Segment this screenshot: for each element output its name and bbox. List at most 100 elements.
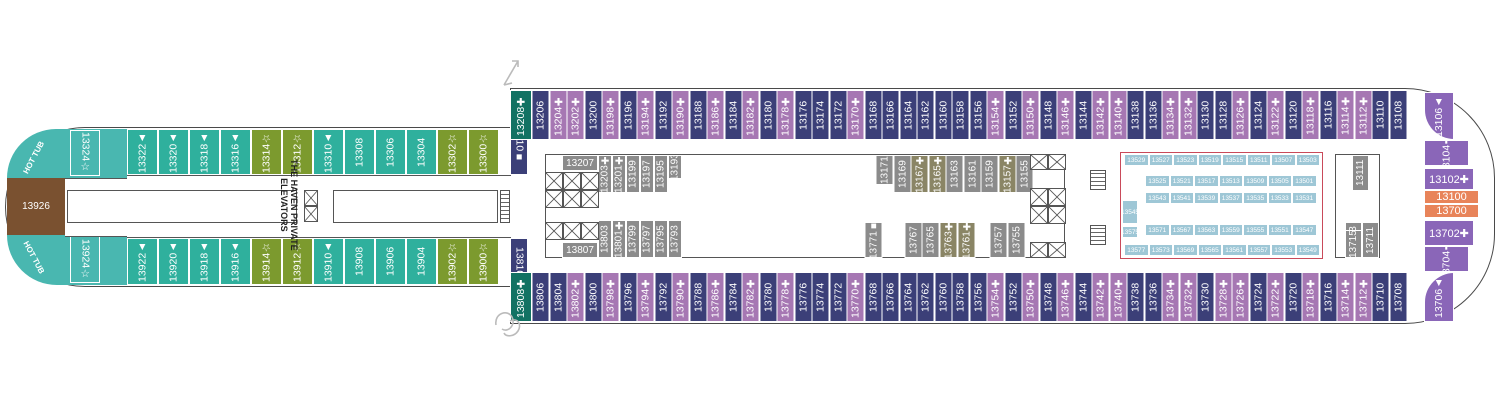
cabin-13178[interactable]: 13178✚ — [777, 90, 795, 140]
cabin-13172[interactable]: 13172 — [829, 90, 847, 140]
cabin-13110[interactable]: 13110 — [1372, 90, 1390, 140]
cabin-13784[interactable]: 13784 — [724, 272, 742, 322]
cabin-13730[interactable]: 13730 — [1197, 272, 1215, 322]
cabin-13728[interactable]: 13728✚ — [1214, 272, 1232, 322]
cabin-13778[interactable]: 13778✚ — [777, 272, 795, 322]
haven-cabin-13322[interactable]: 13322▲ — [127, 129, 158, 175]
cabin-13760[interactable]: 13760 — [934, 272, 952, 322]
cabin-13206[interactable]: 13206 — [532, 90, 550, 140]
studio-13529[interactable]: 13529 — [1124, 154, 1149, 166]
haven-cabin-13920[interactable]: 13920▲ — [158, 238, 189, 285]
studio-13515[interactable]: 13515 — [1222, 154, 1247, 166]
cabin-13148[interactable]: 13148 — [1039, 90, 1057, 140]
aft-cabin-13704[interactable]: 13704✚ — [1424, 246, 1469, 272]
aft-cabin-13104[interactable]: 13104✚ — [1424, 140, 1469, 166]
aft-cabin-13100[interactable]: 13100 — [1424, 190, 1479, 204]
cabin-13924[interactable]: 13924☆ — [70, 236, 100, 283]
studio-13559[interactable]: 13559 — [1218, 224, 1243, 236]
studio-13505[interactable]: 13505 — [1267, 175, 1292, 187]
cabin-13176[interactable]: 13176 — [794, 90, 812, 140]
inside-cabin-13199[interactable]: 13199 — [626, 155, 640, 193]
cabin-13192[interactable]: 13192 — [654, 90, 672, 140]
cabin-13736[interactable]: 13736 — [1144, 272, 1162, 322]
cabin-13780[interactable]: 13780 — [759, 272, 777, 322]
cabin-13114[interactable]: 13114✚ — [1337, 90, 1355, 140]
cabin-13766[interactable]: 13766 — [882, 272, 900, 322]
cabin-13716[interactable]: 13716 — [1319, 272, 1337, 322]
haven-cabin-13918[interactable]: 13918▲ — [189, 238, 220, 285]
cabin-13764[interactable]: 13764 — [899, 272, 917, 322]
cabin-13108[interactable]: 13108 — [1389, 90, 1407, 140]
cabin-13796[interactable]: 13796 — [619, 272, 637, 322]
cabin-13194[interactable]: 13194✚ — [637, 90, 655, 140]
studio-13549[interactable]: 13549 — [1295, 244, 1320, 256]
cabin-13758[interactable]: 13758 — [952, 272, 970, 322]
inside-cabin-13193[interactable]: 13193 — [668, 155, 682, 179]
haven-cabin-13902[interactable]: 13902☆ — [437, 238, 468, 285]
inside-cabin-13157[interactable]: 13157✚ — [998, 155, 1016, 193]
cabin-13202[interactable]: 13202✚ — [567, 90, 585, 140]
studio-13521[interactable]: 13521 — [1169, 175, 1194, 187]
inside-cabin-13771[interactable]: 13771■ — [865, 222, 883, 258]
cabin-13734[interactable]: 13734✚ — [1162, 272, 1180, 322]
studio-13551[interactable]: 13551 — [1267, 224, 1292, 236]
haven-cabin-13910[interactable]: 13910▲ — [313, 238, 344, 285]
studio-13573[interactable]: 13573 — [1148, 244, 1173, 256]
cabin-13196[interactable]: 13196 — [619, 90, 637, 140]
studio-13569[interactable]: 13569 — [1173, 244, 1198, 256]
cabin-13712[interactable]: 13712✚ — [1354, 272, 1372, 322]
inside-cabin-13169[interactable]: 13169 — [893, 155, 911, 193]
studio-13509[interactable]: 13509 — [1243, 175, 1268, 187]
cabin-13752[interactable]: 13752 — [1004, 272, 1022, 322]
inside-cabin-13799[interactable]: 13799 — [626, 220, 640, 258]
studio-13563[interactable]: 13563 — [1194, 224, 1219, 236]
haven-cabin-13900[interactable]: 13900☆ — [468, 238, 499, 285]
cabin-13724[interactable]: 13724 — [1249, 272, 1267, 322]
inside-cabin-13171[interactable]: 13171 — [876, 155, 894, 185]
cabin-13184[interactable]: 13184 — [724, 90, 742, 140]
haven-cabin-13906[interactable]: 13906 — [375, 238, 406, 285]
studio-13523[interactable]: 13523 — [1173, 154, 1198, 166]
haven-cabin-13904[interactable]: 13904 — [406, 238, 437, 285]
inside-cabin-13195[interactable]: 13195 — [654, 155, 668, 193]
cabin-13722[interactable]: 13722✚ — [1267, 272, 1285, 322]
inside-cabin-13165[interactable]: 13165✚ — [928, 155, 946, 193]
aft-cabin-13102[interactable]: 13102✚ — [1424, 168, 1474, 190]
cabin-13788[interactable]: 13788 — [689, 272, 707, 322]
cabin-13740[interactable]: 13740✚ — [1109, 272, 1127, 322]
cabin-13804[interactable]: 13804 — [549, 272, 567, 322]
inside-cabin-13203[interactable]: 13203✚ — [598, 155, 612, 193]
haven-cabin-13300[interactable]: 13300☆ — [468, 129, 499, 175]
cabin-13782[interactable]: 13782✚ — [742, 272, 760, 322]
cabin-13118[interactable]: 13118✚ — [1302, 90, 1320, 140]
cabin-13772[interactable]: 13772 — [829, 272, 847, 322]
cabin-13136[interactable]: 13136 — [1144, 90, 1162, 140]
inside-cabin-13803[interactable]: 13803 — [598, 220, 612, 258]
haven-cabin-13916[interactable]: 13916▲ — [220, 238, 251, 285]
cabin-13188[interactable]: 13188 — [689, 90, 707, 140]
cabin-13768[interactable]: 13768 — [864, 272, 882, 322]
cabin-13120[interactable]: 13120 — [1284, 90, 1302, 140]
cabin-13748[interactable]: 13748 — [1039, 272, 1057, 322]
cabin-13162[interactable]: 13162 — [917, 90, 935, 140]
cabin-13146[interactable]: 13146✚ — [1057, 90, 1075, 140]
cabin-13126[interactable]: 13126✚ — [1232, 90, 1250, 140]
studio-13537[interactable]: 13537 — [1218, 192, 1243, 204]
inside-cabin-13795[interactable]: 13795 — [654, 220, 668, 258]
haven-cabin-13308[interactable]: 13308 — [344, 129, 375, 175]
cabin-13794[interactable]: 13794✚ — [637, 272, 655, 322]
cabin-13744[interactable]: 13744 — [1074, 272, 1092, 322]
cabin-13718[interactable]: 13718✚ — [1302, 272, 1320, 322]
cabin-13128[interactable]: 13128 — [1214, 90, 1232, 140]
studio-13567[interactable]: 13567 — [1169, 224, 1194, 236]
cabin-13708[interactable]: 13708 — [1389, 272, 1407, 322]
cabin-13138[interactable]: 13138 — [1127, 90, 1145, 140]
inside-cabin-13755[interactable]: 13755 — [1008, 222, 1026, 258]
cabin-13792[interactable]: 13792 — [654, 272, 672, 322]
cabin-13208[interactable]: 13208✚ — [510, 90, 532, 140]
cabin-13776[interactable]: 13776 — [794, 272, 812, 322]
cabin-13738[interactable]: 13738 — [1127, 272, 1145, 322]
studio-13565[interactable]: 13565 — [1197, 244, 1222, 256]
cabin-13324[interactable]: 13324☆ — [70, 130, 100, 176]
cabin-13790[interactable]: 13790✚ — [672, 272, 690, 322]
